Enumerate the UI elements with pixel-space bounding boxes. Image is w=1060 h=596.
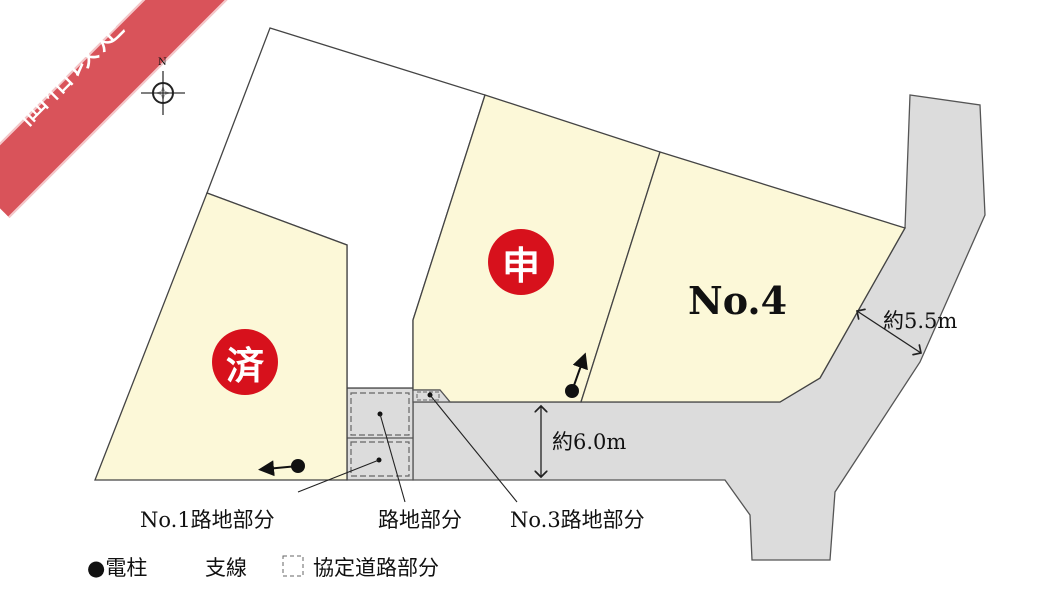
legend-stay-wire: 支線 [205, 556, 247, 580]
lot-4-label: No.4 [688, 278, 788, 323]
agreement-area [350, 392, 410, 436]
agreement-area [416, 391, 440, 401]
lot-1 [94, 192, 348, 481]
alley-road [346, 387, 414, 481]
sold-mark: 済 [212, 329, 278, 395]
road-width-5-5m: 約5.5m [883, 309, 958, 333]
utility-pole-icon [565, 352, 588, 398]
legend-pole: ●電柱 [87, 556, 148, 580]
no1-alley-leader-line [297, 457, 382, 493]
lot-4 [580, 151, 906, 403]
dimension-arrow-5-5m [857, 311, 921, 353]
compass-icon [141, 71, 185, 115]
no3-alley-leader-line [427, 392, 518, 503]
legend-agreement-road: 協定道路部分 [313, 556, 439, 580]
agreement-area [350, 441, 410, 477]
alley-label: 路地部分 [378, 508, 462, 532]
road-width-6m: 約6.0m [552, 430, 627, 454]
alley-leader-line [377, 411, 406, 503]
no1-alley-label: No.1路地部分 [140, 508, 275, 532]
legend-dashed-box-icon [282, 555, 304, 577]
compass-north-label: N [158, 57, 167, 68]
no3-alley-label: No.3路地部分 [510, 508, 645, 532]
utility-pole-icon [258, 459, 305, 477]
applied-mark: 申 [488, 229, 554, 295]
